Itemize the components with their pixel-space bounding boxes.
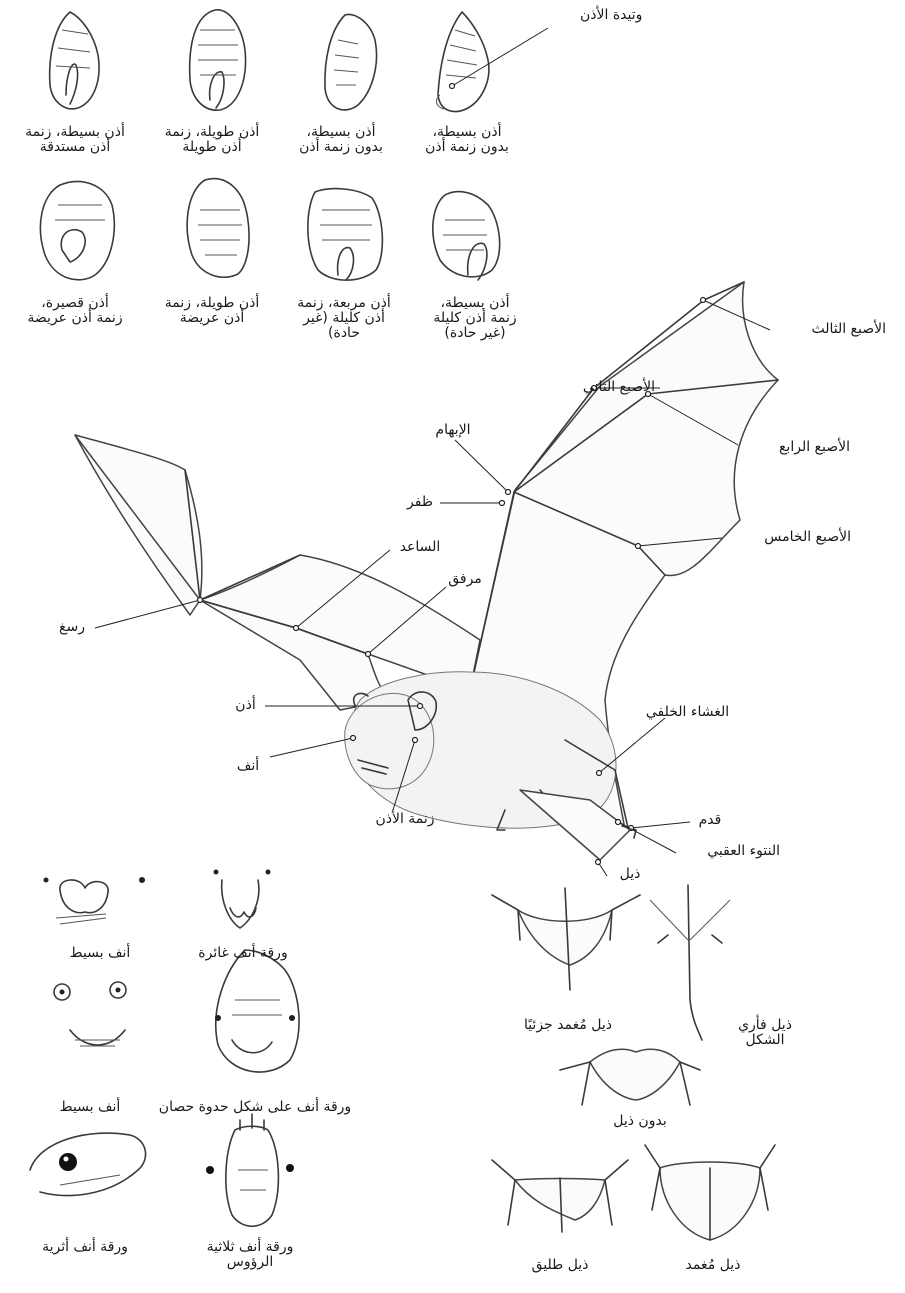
nose-leaf-vestigial-drawing (30, 1133, 146, 1195)
tail-label-mouse: ذيل فأري الشكل (720, 1018, 810, 1048)
label-third-digit: الأصبع الثالث (776, 322, 886, 337)
ear-label-short-wide-tragus: أذن قصيرة، زنمة أذن عريضة (10, 296, 140, 326)
nose-sunken-leaf-drawing (214, 870, 271, 929)
nose-simple-1-drawing (44, 877, 146, 924)
ear-label-simple-no-tragus: أذن بسيطة، بدون زنمة أذن (286, 125, 396, 155)
tail-label-free: ذيل طليق (515, 1258, 605, 1273)
ear-simple-blunt-tragus-drawing (433, 192, 500, 280)
label-elbow: مرفق (440, 572, 490, 587)
label-tail: ذيل (610, 867, 650, 882)
ear-long-long-tragus-drawing (190, 10, 246, 110)
nose-label-trident-leaf: ورقة أنف ثلاثية الرؤوس (190, 1240, 310, 1270)
ear-simple-no-tragus-drawing (325, 14, 377, 109)
tail-label-enclosed: ذيل مُغمد (668, 1258, 758, 1273)
label-tragus: زنمة الأذن (365, 812, 445, 827)
label-wrist: رسغ (52, 620, 92, 635)
label-calcar: النتوء العقبي (680, 844, 780, 859)
ear-short-wide-tragus-drawing (40, 182, 114, 280)
ear-label-long-long-tragus: أذن طويلة، زنمة أذن طويلة (152, 125, 272, 155)
nose-label-simple-2: أنف بسيط (40, 1100, 140, 1115)
tail-free-drawing (492, 1160, 628, 1232)
nose-horseshoe-leaf-drawing (215, 950, 299, 1072)
label-fourth-digit: الأصبع الرابع (740, 440, 850, 455)
ear-simple-tragus-drawing (437, 12, 489, 112)
label-uropatagium: الغشاء الخلفي (635, 705, 740, 720)
ear-long-wide-tragus-drawing (187, 179, 249, 278)
tail-label-none: بدون ذيل (595, 1114, 685, 1129)
nose-label-vestigial-leaf: ورقة أنف أثرية (25, 1240, 145, 1255)
nose-label-horseshoe-leaf: ورقة أنف على شكل حدوة حصان (145, 1100, 365, 1115)
ear-label-simple-pointed-tragus: أذن بسيطة، زنمة أذن مستدقة (10, 125, 140, 155)
tail-partially-enclosed-drawing (492, 888, 640, 990)
label-thumb: الإبهام (418, 423, 488, 438)
label-second-digit: الأصبع الثاني (520, 380, 655, 395)
ear-label-long-wide-tragus: أذن طويلة، زنمة أذن عريضة (152, 296, 272, 326)
label-ear: أذن (228, 698, 263, 713)
bat-main-drawing (75, 282, 778, 860)
label-fifth-digit: الأصبع الخامس (726, 530, 851, 545)
ear-simple-pointed-tragus-drawing (50, 12, 99, 109)
label-foot: قدم (690, 813, 730, 828)
tragus-pin-label: وتيدة الأذن (580, 8, 642, 23)
tail-none-drawing (560, 1049, 700, 1105)
tail-enclosed-drawing (645, 1145, 775, 1240)
ear-label-square-blunt-tragus: أذن مربعة، زنمة أذن كليلة (غير حادة) (284, 296, 404, 341)
nose-label-sunken-leaf: ورقة أنف غائرة (188, 946, 298, 961)
ear-label-simple-blunt-tragus: أذن بسيطة، زنمة أذن كليلة (غير حادة) (420, 296, 530, 341)
nose-simple-2-drawing (54, 982, 126, 1046)
tail-mouse-drawing (650, 885, 730, 1040)
label-forearm: الساعد (385, 540, 455, 555)
ear-square-blunt-tragus-drawing (308, 189, 383, 281)
nose-trident-leaf-drawing (206, 1114, 294, 1226)
label-nose: أنف (228, 759, 268, 774)
label-claw: ظفر (400, 495, 440, 510)
ear-label-simple-tragus: أذن بسيطة، بدون زنمة أذن (417, 125, 517, 155)
nose-label-simple-1: أنف بسيط (50, 946, 150, 961)
tail-label-partially-enclosed: ذيل مُغمد جزئيًا (498, 1018, 638, 1033)
